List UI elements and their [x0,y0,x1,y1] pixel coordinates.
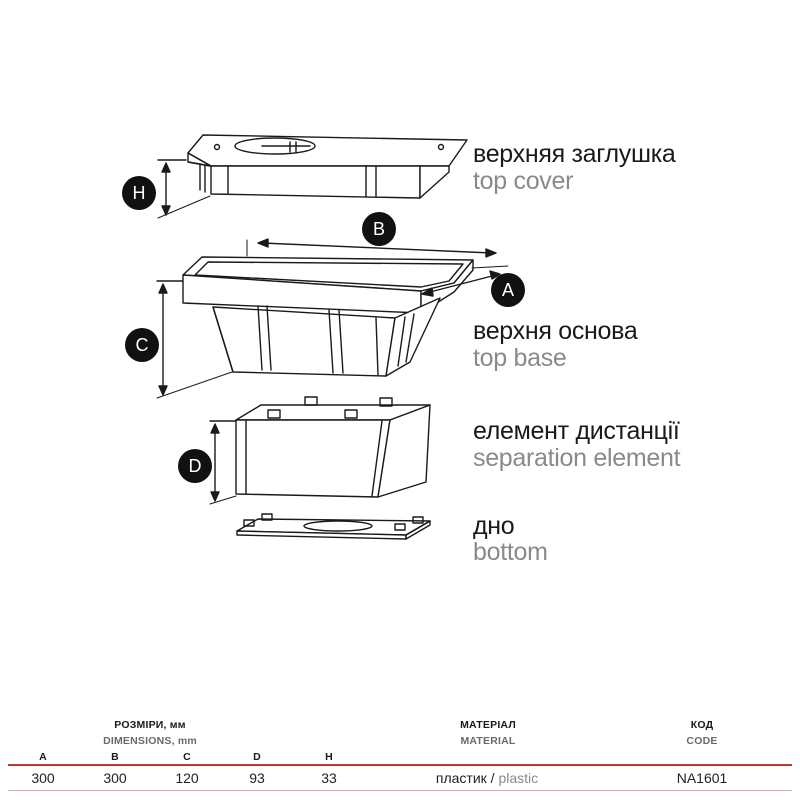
header-code-uk: КОД [690,719,714,731]
material-value-en: plastic [498,770,539,786]
badge-b: B [362,212,396,246]
header-material-en: MATERIAL [460,735,516,747]
header-dimensions-en: DIMENSIONS, mm [103,735,197,747]
exploded-assembly-drawing [156,134,509,540]
value-d: 93 [249,770,265,786]
header-material-uk: МАТЕРІАЛ [460,719,516,731]
value-b: 300 [103,770,127,786]
badge-c: C [125,328,159,362]
top-cover-drawing [187,134,468,199]
value-h: 33 [321,770,337,786]
column-c: C [183,751,191,763]
separation-element-drawing [235,396,431,498]
header-dimensions-uk: РОЗМІРИ, мм [114,719,186,731]
table-bottom-line [8,790,792,791]
dimension-c-arrow [156,280,233,399]
material-value: пластик / plastic [436,770,538,786]
label-top-cover-uk: верхняя заглушка [473,140,676,168]
bottom-plate-drawing [236,513,431,540]
value-c: 120 [175,770,199,786]
material-separator: / [490,770,495,786]
value-a: 300 [31,770,55,786]
code-value: NA1601 [676,770,728,786]
dimension-b-arrow [246,238,497,258]
badge-d: D [178,449,212,483]
dimension-d-arrow [209,420,237,505]
badge-h: H [122,176,156,210]
label-top-cover-en: top cover [473,167,574,195]
label-top-base-uk: верхня основа [473,317,638,345]
table-divider [8,764,792,766]
column-b: B [111,751,119,763]
material-value-uk: пластик [435,770,487,786]
top-base-drawing [182,256,474,377]
column-a: A [39,751,47,763]
label-bottom-uk: дно [473,512,515,540]
dimension-h-arrow [157,159,211,219]
header-code-en: CODE [686,735,718,747]
label-separation-element-uk: елемент дистанції [473,417,680,445]
column-h: H [325,751,333,763]
badge-a: A [491,273,525,307]
label-separation-element-en: separation element [473,444,681,472]
label-top-base-en: top base [473,344,567,372]
dimension-a-arrow [421,265,509,297]
label-bottom-en: bottom [473,538,548,566]
column-d: D [253,751,261,763]
